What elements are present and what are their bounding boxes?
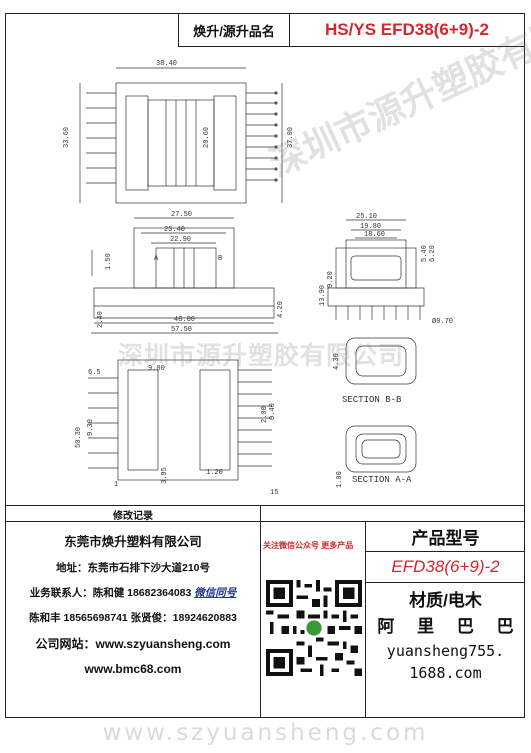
alibaba-char-2: 里 xyxy=(417,617,435,637)
dim-b6: 1.20 xyxy=(206,469,223,477)
product-model-title: 产品型号 xyxy=(411,529,480,548)
alibaba-char-4: 巴 xyxy=(496,617,514,637)
contact-1: 业务联系人：陈和健 18682364083 xyxy=(29,587,192,599)
dim-b7: 3.95 xyxy=(161,467,169,484)
dim-top-height-left: 33.60 xyxy=(63,127,71,148)
section-a-marker: A xyxy=(154,255,159,263)
dim-w3: 22.90 xyxy=(170,236,191,244)
qr-code xyxy=(266,580,362,676)
section-b-marker: B xyxy=(218,255,222,263)
dim-w2: 25.40 xyxy=(164,226,185,234)
dim-b9: 15 xyxy=(270,489,278,497)
dim-side2: 19.80 xyxy=(360,223,381,231)
alibaba-shop-url[interactable]: yuansheng755. 1688.com xyxy=(366,640,525,684)
section-b-label: SECTION B-B xyxy=(342,395,402,405)
company-info: 东莞市焕升塑料有限公司 地址：东莞市石排下沙大道210号 业务联系人：陈和健 1… xyxy=(6,522,260,676)
follow-wechat-text: 关注微信公众号 更多产品 xyxy=(263,541,354,550)
dim-w1: 27.50 xyxy=(171,211,192,219)
alibaba-char-3: 巴 xyxy=(456,617,474,637)
dim-side1: 25.10 xyxy=(356,213,377,221)
product-model-value: EFD38(6+9)-2 xyxy=(391,557,500,576)
dim-side-h3: 9.20 xyxy=(327,271,335,288)
company-website-2[interactable]: www.bmc68.com xyxy=(84,662,182,676)
table-top-border xyxy=(5,505,525,506)
company-address: 地址：东莞市石排下沙大道210号 xyxy=(55,562,211,574)
watermark-horizontal: 深圳市源升塑胶有限公司 xyxy=(118,342,405,370)
dim-side-h2: 6.20 xyxy=(429,245,437,262)
section-a-label: SECTION A-A xyxy=(352,475,412,485)
product-name-value: HS/YS EFD38(6+9)-2 xyxy=(289,13,525,47)
material-label: 材质/电木 xyxy=(409,591,482,610)
dim-sec-h: 4.30 xyxy=(333,353,341,370)
product-title-border xyxy=(365,551,525,552)
alibaba-label: 阿 里 巴 巴 xyxy=(366,612,525,637)
dim-top-inner: 20.60 xyxy=(203,127,211,148)
dim-pin-dia: Ø0.70 xyxy=(432,317,453,326)
dim-top-width: 38.40 xyxy=(156,60,177,68)
table-divider-left xyxy=(260,505,261,718)
dim-b5: 2.00 xyxy=(261,406,269,423)
dim-side-h4: 13.90 xyxy=(319,285,327,306)
dim-b4: 9.30 xyxy=(87,419,95,436)
contact-row-1: 业务联系人：陈和健 18682364083 微信同号 xyxy=(6,585,260,600)
dim-pin-h: 4.20 xyxy=(277,301,285,318)
alibaba-char-1: 阿 xyxy=(377,617,395,637)
dim-h-left: 1.50 xyxy=(105,253,113,270)
product-name-label: 焕升/源升品名 xyxy=(178,13,290,47)
dim-side-h1: 5.40 xyxy=(421,245,429,262)
shop-url-line-1: yuansheng755. xyxy=(386,642,505,660)
pin-number-label: 1 xyxy=(114,481,118,489)
product-model-border xyxy=(365,582,525,583)
dim-len1: 48.00 xyxy=(174,316,195,324)
top-view-body xyxy=(115,82,247,204)
revision-label: 修改记录 xyxy=(6,505,260,522)
dim-side3: 18.60 xyxy=(364,231,385,239)
dim-h-small: 2.40 xyxy=(97,311,105,328)
dim-sec-h2: 1.00 xyxy=(336,471,344,488)
shop-url-line-2: 1688.com xyxy=(409,664,482,682)
contact-row-2: 陈和丰 18565698741 张贤俊：18924620883 xyxy=(29,612,237,624)
dim-b2: 9.00 xyxy=(148,365,165,373)
wechat-note: 微信同号 xyxy=(194,587,237,599)
table-header-border xyxy=(5,521,525,522)
technical-drawing: 38.40 33.60 37.00 20.60 27.50 25.40 22.9… xyxy=(63,60,453,497)
company-name: 东莞市焕升塑料有限公司 xyxy=(64,535,202,549)
dim-b3: 50.30 xyxy=(75,427,83,448)
footer-website: www.szyuansheng.com xyxy=(102,720,429,746)
company-website[interactable]: 公司网站：www.szyuansheng.com xyxy=(35,637,231,651)
dim-top-height-right: 37.00 xyxy=(287,127,295,148)
dim-b1: 6.5 xyxy=(88,369,101,377)
dim-len2: 57.50 xyxy=(171,326,192,334)
table-divider-right xyxy=(365,521,366,718)
dim-b8: 0.40 xyxy=(269,403,277,420)
